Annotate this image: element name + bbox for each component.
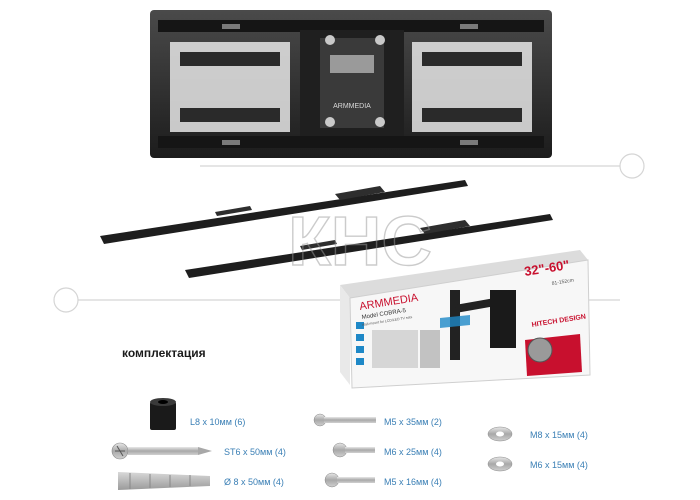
vertical-rail-lower [185, 214, 553, 278]
product-box [340, 250, 591, 389]
part-label-m5x16: M5 x 16мм (4) [384, 477, 442, 487]
wall-plate [150, 10, 552, 158]
washer-m6-part [487, 456, 513, 472]
bolt-m5x16-part [324, 472, 375, 488]
wood-screw-part [111, 442, 212, 460]
bolt-m6x25-part [332, 442, 375, 458]
bracket-logo: ARMMEDIA [333, 103, 371, 110]
part-label-spacer: L8 x 10мм (6) [190, 417, 246, 427]
kit-heading: комплектация [122, 346, 206, 360]
box-subtitle: Wall mount for LCD/LED TV sets [362, 315, 413, 327]
wall-plug-part [118, 472, 210, 490]
box-size: 32"-60" [523, 257, 570, 279]
part-label-m8x15: M8 x 15мм (4) [530, 430, 588, 440]
spacer-part [150, 398, 176, 430]
bolt-m5x35-part [313, 413, 376, 427]
box-size-small: 81-152cm [551, 278, 574, 287]
vertical-rail-upper [100, 180, 468, 244]
part-label-plug: Ø 8 x 50мм (4) [224, 477, 284, 487]
washer-m8-part [487, 426, 513, 442]
part-label-m6x15: M6 x 15мм (4) [530, 460, 588, 470]
part-label-st6x50: ST6 x 50мм (4) [224, 447, 286, 457]
part-label-m5x35: M5 x 35мм (2) [384, 417, 442, 427]
watermark-text: КНС [288, 202, 432, 280]
part-label-m6x25: M6 x 25мм (4) [384, 447, 442, 457]
